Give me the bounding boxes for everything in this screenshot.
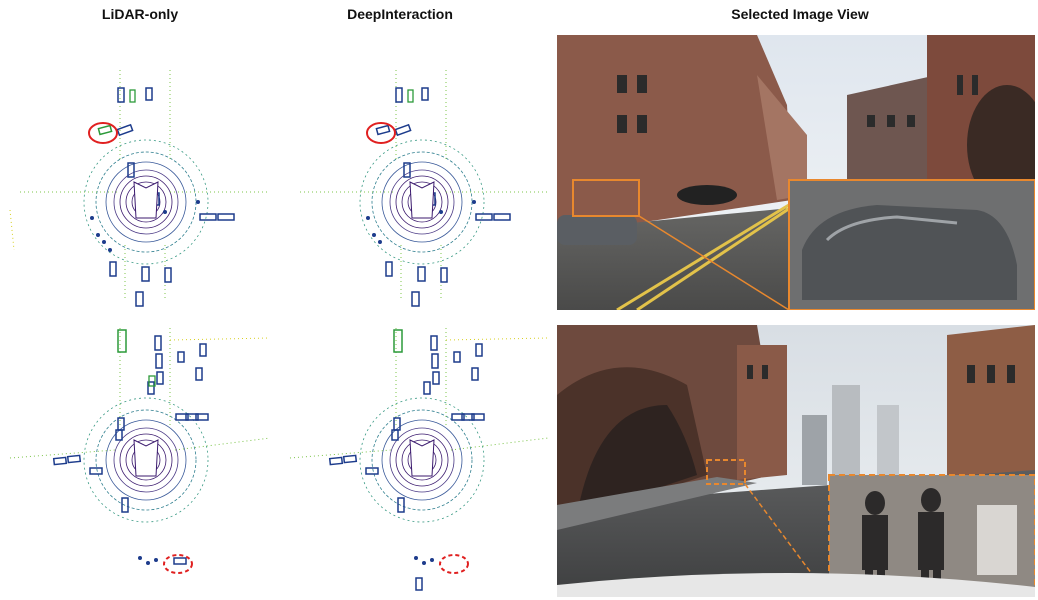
camera-image-row2 — [557, 325, 1035, 597]
bev-deepinteraction-row1 — [280, 30, 555, 315]
header-lidar-only: LiDAR-only — [101, 6, 179, 22]
bev-plot — [9, 70, 270, 307]
bev-plot — [289, 328, 549, 591]
bev-lidar-only-row1 — [0, 30, 280, 315]
bev-deepinteraction-row2 — [280, 318, 555, 600]
bev-plot — [300, 70, 548, 307]
bev-lidar-only-row2 — [0, 318, 280, 600]
bev-plot — [9, 328, 271, 574]
header-deepinteraction: DeepInteraction — [347, 6, 453, 22]
header-selected-image-view: Selected Image View — [731, 6, 869, 22]
camera-image-row1 — [557, 35, 1035, 310]
